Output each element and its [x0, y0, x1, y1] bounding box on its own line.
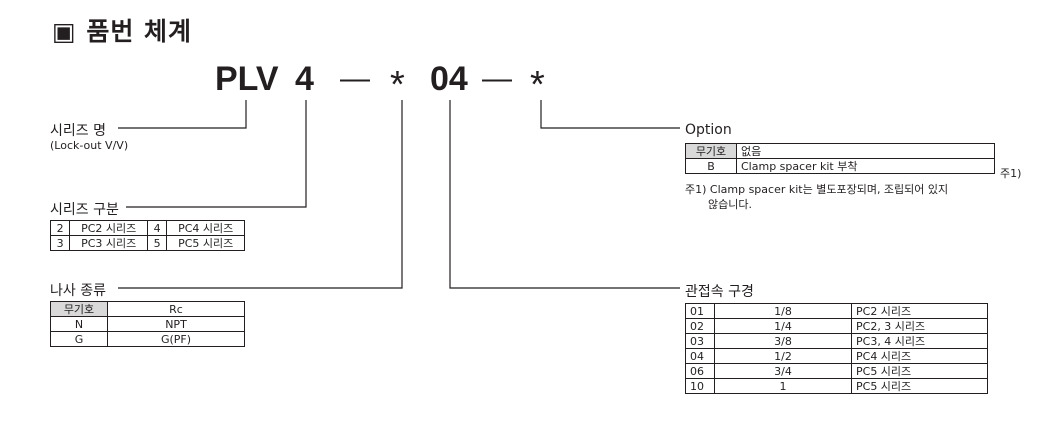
series-name-label: 시리즈 명: [50, 123, 106, 139]
code-size: 4: [295, 60, 314, 98]
code-port: 04: [430, 60, 468, 98]
option-footnote-continued: 않습니다.: [708, 198, 752, 211]
table-cell: 10: [685, 378, 715, 394]
table-cell: 01: [685, 303, 715, 319]
port-size-label: 관접속 구경: [685, 284, 754, 300]
table-cell: PC5 시리즈: [851, 363, 988, 379]
thread-label: 나사 종류: [50, 283, 106, 299]
table-row: G G(PF): [50, 331, 245, 347]
table-cell: PC5 시리즈: [166, 235, 245, 251]
table-cell: N: [50, 316, 108, 332]
table-row: 무기호 Rc: [50, 301, 245, 317]
table-row: 03 3/8 PC3, 4 시리즈: [685, 333, 988, 349]
table-cell: PC2 시리즈: [851, 303, 988, 319]
series-name-sub: (Lock-out V/V): [50, 139, 129, 152]
table-row: 3 PC3 시리즈 5 PC5 시리즈: [49, 235, 245, 251]
table-cell: 무기호: [685, 143, 737, 159]
connector-port-size: [449, 100, 680, 289]
page-title: ▣ 품번 체계: [52, 17, 193, 46]
table-cell: PC3, 4 시리즈: [851, 333, 988, 349]
table-cell: 3: [49, 235, 71, 251]
table-cell: Rc: [107, 301, 245, 317]
connector-series-name: [118, 100, 247, 129]
table-row: 무기호 없음: [685, 143, 995, 159]
table-cell: 1/8: [714, 303, 852, 319]
table-cell: G: [50, 331, 108, 347]
connector-thread: [118, 100, 403, 289]
table-row: 2 PC2 시리즈 4 PC4 시리즈: [49, 220, 245, 236]
table-row: 01 1/8 PC2 시리즈: [685, 303, 988, 319]
code-option-star-2: *: [530, 64, 545, 106]
table-cell: 03: [685, 333, 715, 349]
option-label: Option: [685, 122, 732, 138]
option-footnote: 주1) Clamp spacer kit는 별도포장되며, 조립되어 있지: [685, 183, 949, 196]
table-cell: 1/2: [714, 348, 852, 364]
table-row: 10 1 PC5 시리즈: [685, 378, 988, 394]
series-type-label: 시리즈 구분: [50, 202, 119, 218]
table-cell: 1/4: [714, 318, 852, 334]
table-row: 04 1/2 PC4 시리즈: [685, 348, 988, 364]
table-cell: PC3 시리즈: [69, 235, 148, 251]
table-cell: 1: [714, 378, 852, 394]
table-cell: G(PF): [107, 331, 245, 347]
thread-table: 무기호 Rc N NPT G G(PF): [50, 301, 245, 347]
table-cell: Clamp spacer kit 부착: [736, 158, 995, 174]
port-size-table: 01 1/8 PC2 시리즈 02 1/4 PC2, 3 시리즈 03 3/8 …: [685, 303, 988, 394]
table-cell: PC2 시리즈: [69, 220, 148, 236]
table-row: N NPT: [50, 316, 245, 332]
option-table: 무기호 없음 B Clamp spacer kit 부착: [685, 143, 995, 174]
table-cell: 02: [685, 318, 715, 334]
series-type-table: 2 PC2 시리즈 4 PC4 시리즈 3 PC3 시리즈 5 PC5 시리즈: [49, 220, 245, 251]
table-cell: PC4 시리즈: [851, 348, 988, 364]
table-cell: 무기호: [50, 301, 108, 317]
code-dash-2: —: [482, 62, 512, 95]
table-row: 02 1/4 PC2, 3 시리즈: [685, 318, 988, 334]
connector-option: [540, 100, 680, 129]
option-note-marker: 주1): [1000, 167, 1022, 180]
table-cell: PC5 시리즈: [851, 378, 988, 394]
table-cell: 06: [685, 363, 715, 379]
table-cell: 3/4: [714, 363, 852, 379]
table-cell: 3/8: [714, 333, 852, 349]
code-dash-1: —: [340, 62, 370, 95]
table-cell: 2: [49, 220, 71, 236]
table-cell: 없음: [736, 143, 995, 159]
table-cell: NPT: [107, 316, 245, 332]
table-cell: B: [685, 158, 737, 174]
code-prefix: PLV: [215, 60, 279, 98]
table-cell: PC4 시리즈: [166, 220, 245, 236]
table-cell: PC2, 3 시리즈: [851, 318, 988, 334]
table-cell: 4: [146, 220, 168, 236]
table-row: 06 3/4 PC5 시리즈: [685, 363, 988, 379]
table-cell: 5: [146, 235, 168, 251]
table-row: B Clamp spacer kit 부착: [685, 158, 995, 174]
code-option-star-1: *: [390, 64, 405, 106]
connector-series-type: [126, 100, 307, 208]
table-cell: 04: [685, 348, 715, 364]
